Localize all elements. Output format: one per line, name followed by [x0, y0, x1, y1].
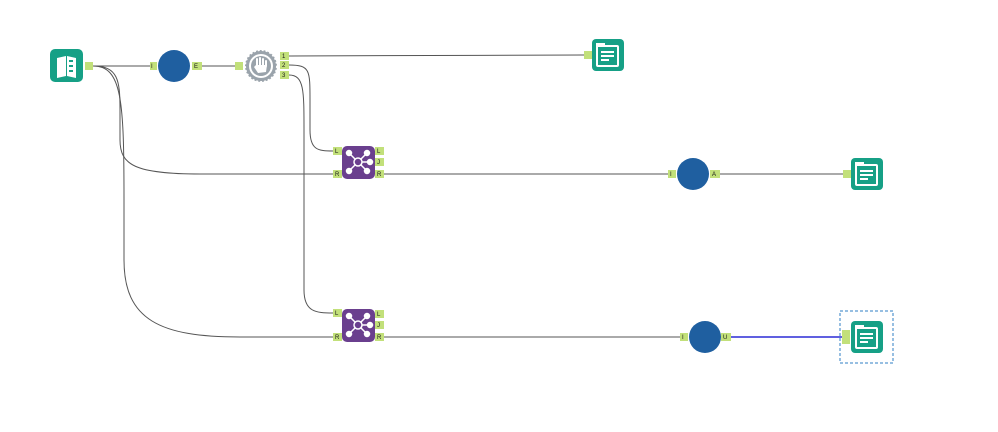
- join-tool-1[interactable]: L R L J R: [333, 146, 384, 179]
- join2-right-input-anchor[interactable]: [333, 333, 342, 341]
- test-output-anchor-3[interactable]: [280, 71, 289, 79]
- formula2-input-anchor[interactable]: [668, 170, 676, 178]
- output1-input-anchor[interactable]: [584, 51, 592, 59]
- connection-input-to-join1-right[interactable]: [92, 65, 333, 175]
- formula3-input-anchor[interactable]: [680, 333, 688, 341]
- formula3-output-anchor[interactable]: [721, 333, 731, 341]
- input-data-tool[interactable]: [50, 49, 93, 82]
- join2-join-output-anchor[interactable]: [375, 321, 384, 329]
- selection-box: [839, 310, 894, 364]
- join1-left-input-anchor[interactable]: [333, 147, 342, 155]
- formula1-output-anchor[interactable]: [192, 62, 202, 70]
- formula3-body[interactable]: [689, 321, 721, 353]
- join1-left-output-label: L: [377, 149, 381, 155]
- output-tool-3[interactable]: [839, 310, 894, 364]
- output3-input-anchor[interactable]: [842, 330, 850, 344]
- input-output-anchor[interactable]: [85, 62, 93, 70]
- connection-test-3-to-join2-left[interactable]: [288, 74, 334, 314]
- book-icon: [57, 56, 76, 78]
- formula2-output-anchor[interactable]: [710, 170, 720, 178]
- hand-stop-icon: [254, 57, 267, 73]
- formula3-input-label: I: [682, 335, 684, 341]
- join1-right-input-label: R: [335, 172, 340, 178]
- network-join-icon: [345, 149, 374, 175]
- join1-join-output-label: J: [377, 160, 380, 166]
- join2-left-output-label: L: [377, 312, 381, 318]
- test-tool[interactable]: 1 2 3: [235, 49, 289, 83]
- connection-test-2-to-join1-left[interactable]: [288, 64, 334, 152]
- join2-join-output-label: J: [377, 323, 380, 329]
- join2-left-output-anchor[interactable]: [375, 310, 384, 318]
- test-output-label-3: 3: [282, 73, 286, 79]
- test-input-anchor[interactable]: [235, 62, 243, 70]
- join2-left-input-label: L: [335, 311, 339, 317]
- formula1-input-anchor[interactable]: [150, 62, 157, 70]
- document-lines-icon: [596, 43, 619, 67]
- input-tool-body[interactable]: [50, 49, 83, 82]
- connection-input-to-join2-right[interactable]: [92, 65, 333, 338]
- test-output-label-2: 2: [282, 63, 286, 69]
- connection-test-1-to-output1[interactable]: [288, 54, 585, 57]
- formula3-output-label: U: [723, 335, 727, 341]
- formula2-input-label: I: [670, 172, 672, 178]
- formula1-input-label: I: [151, 64, 153, 70]
- join2-right-input-label: R: [335, 335, 340, 341]
- formula1-body[interactable]: [158, 50, 190, 82]
- join1-join-output-anchor[interactable]: [375, 158, 384, 166]
- formula1-output-label: E: [194, 64, 198, 70]
- formula-tool-1[interactable]: I E: [150, 50, 202, 82]
- formula2-body[interactable]: [677, 158, 709, 190]
- output2-input-anchor[interactable]: [843, 170, 851, 178]
- join2-right-output-anchor[interactable]: [375, 333, 384, 341]
- connections: [92, 54, 843, 338]
- output-tool-2[interactable]: [843, 158, 883, 190]
- join1-left-input-label: L: [335, 149, 339, 155]
- join2-right-output-label: R: [377, 335, 382, 341]
- join-tool-2[interactable]: L R L J R: [333, 309, 384, 342]
- formula2-output-label: A: [712, 172, 716, 178]
- document-lines-icon: [855, 325, 878, 349]
- join1-left-output-anchor[interactable]: [375, 147, 384, 155]
- output-tool-1[interactable]: [584, 39, 624, 71]
- test-output-label-1: 1: [282, 54, 286, 60]
- join1-right-input-anchor[interactable]: [333, 170, 342, 178]
- join1-right-output-label: R: [377, 172, 382, 178]
- formula-tool-2[interactable]: I A: [668, 158, 720, 190]
- network-join-icon: [345, 312, 374, 338]
- test-output-anchor-1[interactable]: [280, 52, 289, 60]
- formula-tool-3[interactable]: I U: [680, 321, 731, 353]
- join1-right-output-anchor[interactable]: [375, 170, 384, 178]
- join2-left-input-anchor[interactable]: [333, 309, 342, 317]
- document-lines-icon: [855, 162, 878, 186]
- test-output-anchor-2[interactable]: [280, 61, 289, 69]
